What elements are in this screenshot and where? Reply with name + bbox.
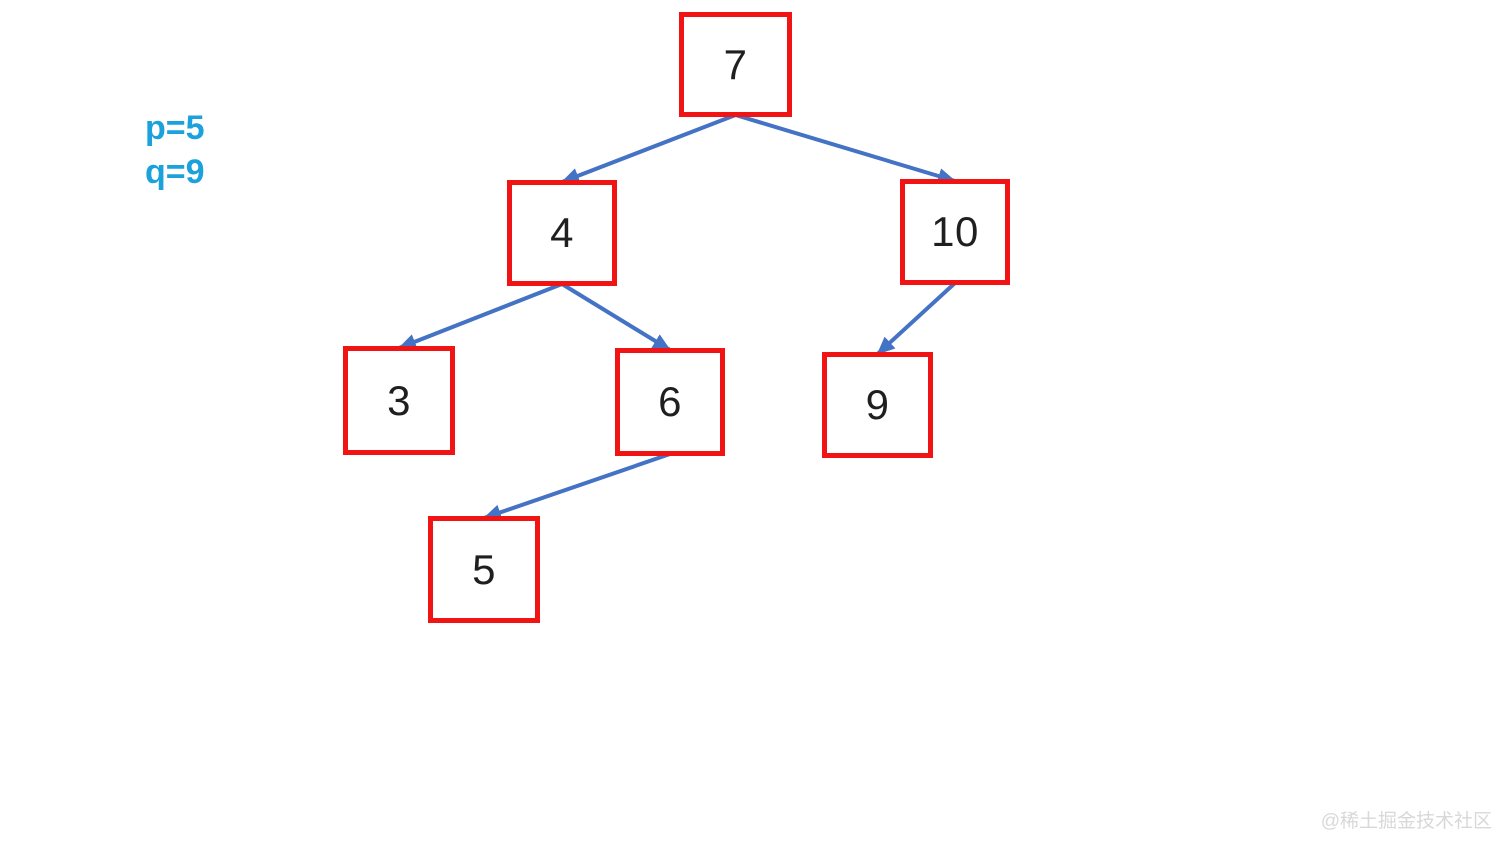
- tree-edge-7-10: [734, 113, 956, 184]
- pq-annotation: p=5 q=9: [145, 106, 205, 194]
- tree-node-9: 9: [822, 352, 933, 458]
- tree-edge-7-4: [561, 113, 737, 184]
- tree-node-10: 10: [900, 179, 1010, 285]
- tree-node-6: 6: [615, 348, 725, 456]
- tree-node-3: 3: [343, 346, 455, 455]
- tree-edge-4-6: [560, 282, 672, 352]
- tree-node-7: 7: [679, 12, 792, 117]
- tree-edge-4-3: [398, 282, 563, 350]
- tree-edge-6-5: [483, 452, 671, 521]
- watermark: @稀土掘金技术社区: [1320, 811, 1492, 832]
- annotation-line-q: q=9: [145, 153, 205, 191]
- tree-node-5: 5: [428, 516, 540, 623]
- annotation-line-p: p=5: [145, 109, 205, 147]
- tree-node-4: 4: [507, 180, 617, 286]
- tree-edge-10-9: [876, 281, 957, 356]
